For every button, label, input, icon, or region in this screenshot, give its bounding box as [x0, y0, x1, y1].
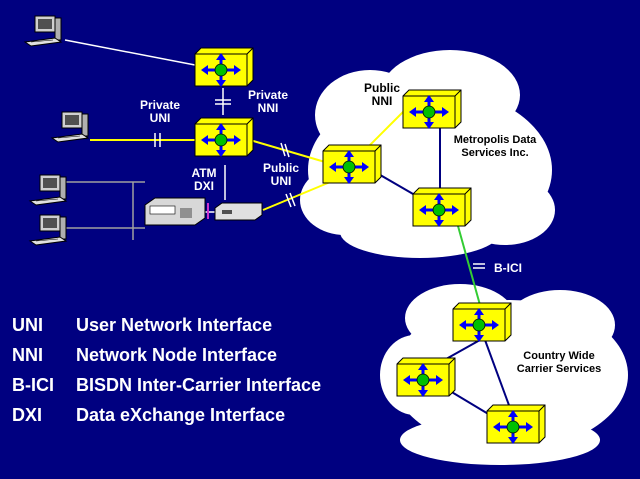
legend-item-b-ici: B-ICI BISDN Inter-Carrier Interface [12, 375, 336, 396]
legend-abbr: DXI [12, 405, 43, 425]
legend-item-uni: UNI User Network Interface [12, 315, 336, 336]
private-uni-label: Private UNI [132, 99, 188, 125]
router-device-icon [144, 197, 206, 226]
country-line2: Carrier Services [516, 363, 602, 375]
legend: UNI User Network Interface NNI Network N… [12, 315, 336, 435]
metro-switch-top-icon [401, 88, 463, 131]
public-uni-line1: Public [262, 161, 299, 175]
country-switch-top-icon [451, 301, 513, 344]
legend-definition: Network Node Interface [76, 345, 278, 365]
computer-3-icon [29, 174, 67, 206]
metro-switch-left-icon [321, 143, 383, 186]
private-switch-bottom-icon [193, 116, 255, 159]
metro-line1: Metropolis Data [453, 134, 537, 146]
private-uni-line1: Private [139, 98, 181, 112]
legend-abbr: B-ICI [12, 375, 54, 395]
computer-2-icon [51, 111, 89, 143]
atm-dxi-line2: DXI [193, 179, 214, 193]
country-line1: Country Wide [523, 350, 595, 362]
country-switch-bottom-icon [485, 403, 547, 446]
legend-abbr: UNI [12, 315, 43, 335]
atm-dxi-line1: ATM [191, 166, 217, 180]
public-uni-line2: UNI [270, 174, 292, 188]
interface-ticks [154, 99, 485, 269]
country-cloud-label: Country Wide Carrier Services [504, 350, 614, 376]
metro-line2: Services Inc. [461, 147, 529, 159]
public-nni-label: Public NNI [356, 82, 408, 108]
private-switch-top-icon [193, 46, 255, 89]
legend-definition: Data eXchange Interface [76, 405, 286, 425]
metropolis-cloud-label: Metropolis Data Services Inc. [440, 134, 550, 160]
metro-switch-bottom-icon [411, 186, 473, 229]
private-nni-line2: NNI [257, 101, 279, 115]
country-switch-left-icon [395, 356, 457, 399]
atm-dxi-label: ATM DXI [178, 167, 230, 193]
public-uni-label: Public UNI [255, 162, 307, 188]
private-nni-line1: Private [247, 88, 289, 102]
legend-definition: BISDN Inter-Carrier Interface [76, 375, 322, 395]
computer-1-icon [24, 15, 62, 47]
private-nni-label: Private NNI [240, 89, 296, 115]
dsu-device-icon [214, 202, 263, 221]
b-ici-label: B-ICI [494, 261, 522, 275]
private-uni-line2: UNI [149, 111, 171, 125]
legend-abbr: NNI [12, 345, 43, 365]
legend-item-dxi: DXI Data eXchange Interface [12, 405, 336, 426]
legend-definition: User Network Interface [76, 315, 273, 335]
legend-item-nni: NNI Network Node Interface [12, 345, 336, 366]
computer-4-icon [29, 214, 67, 246]
public-nni-line2: NNI [371, 94, 393, 108]
public-nni-line1: Public [363, 81, 400, 95]
